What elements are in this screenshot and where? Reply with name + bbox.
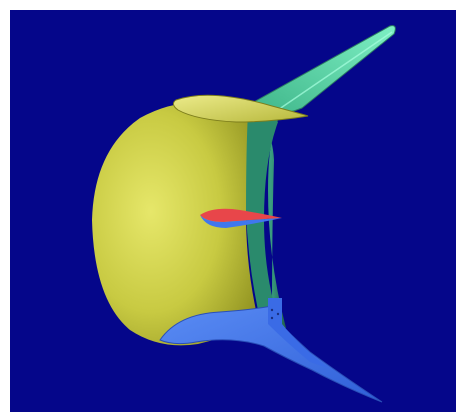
center-airfoil-upper: [200, 208, 282, 222]
bottom-fin-strut: [268, 298, 328, 368]
strut-rivet: [276, 312, 280, 316]
pylon-wing-edge: [271, 31, 393, 115]
pylon-wing: [253, 25, 396, 115]
3d-viewport[interactable]: [10, 10, 456, 412]
top-lip-section: [172, 94, 309, 123]
center-airfoil-lower: [200, 215, 282, 228]
nacelle-outer-surface: [92, 102, 260, 346]
strut-rivet: [270, 308, 274, 312]
bottom-fin: [159, 305, 383, 403]
nacelle-model-render: [92, 25, 396, 403]
strut-rivet: [270, 316, 274, 320]
